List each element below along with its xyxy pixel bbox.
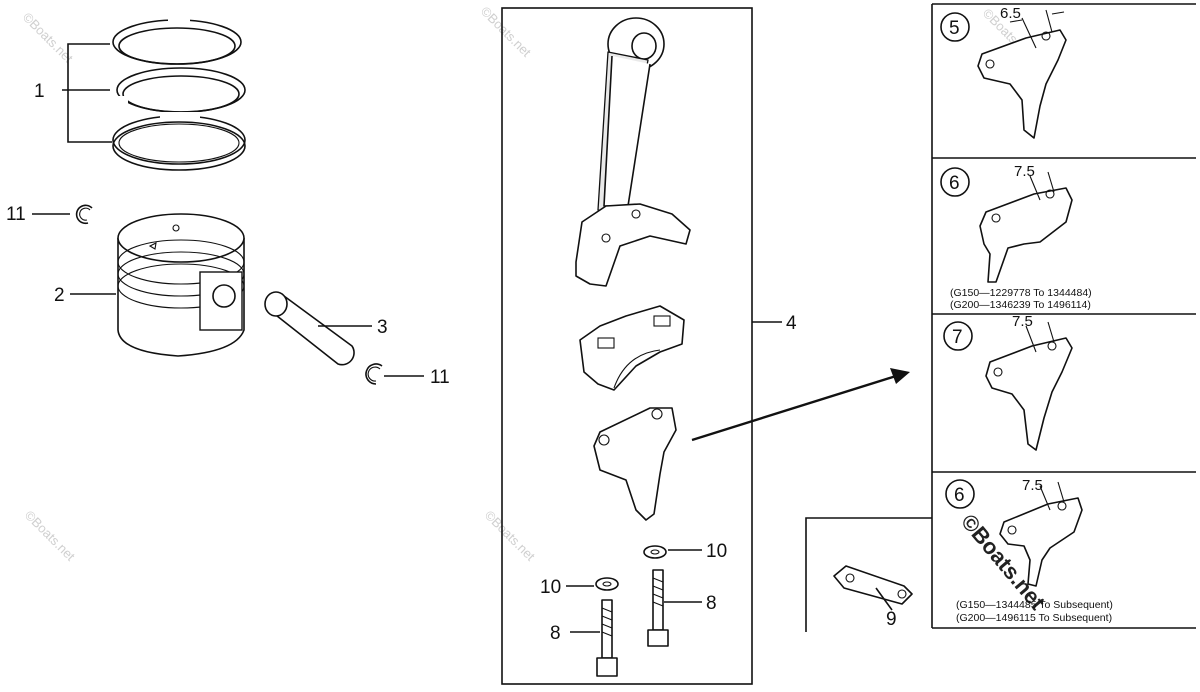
oil-dipper — [593, 407, 677, 521]
lock-plate: 9 — [805, 517, 932, 632]
note-variant-6b-line1: (G150—1344485 To Subsequent) — [956, 599, 1113, 611]
callout-piston: 2 — [54, 285, 65, 306]
circlip-left: 11 — [6, 204, 93, 225]
circlip-right: 11 — [365, 363, 450, 388]
variant-panel-7: 7 7.5 — [943, 313, 1073, 451]
callout-circlip-left: 11 — [6, 204, 26, 225]
piston-rings: 1 — [34, 14, 246, 171]
watermark-text: ©Boats.net — [482, 508, 538, 564]
piston-pin: 3 — [264, 291, 388, 366]
callout-circlip-right: 11 — [430, 367, 450, 388]
callout-washer-lower: 10 — [540, 577, 561, 598]
connecting-rod — [575, 17, 691, 287]
rod-assembly-frame — [501, 7, 753, 685]
callout-bolt-right: 8 — [706, 593, 717, 614]
note-variant-6-line2: (G200—1346239 To 1496114) — [950, 299, 1091, 311]
callout-pin: 3 — [377, 317, 388, 338]
variant-panel-6b: 6 7.5 ©Boats.net (G150—1344485 To Subseq… — [945, 477, 1113, 624]
dimension-variant-6b: 7.5 — [1022, 477, 1043, 494]
callout-bolt-left: 8 — [550, 623, 561, 644]
dimension-variant-5: 6.5 — [1000, 5, 1021, 22]
bolt-left: 8 — [550, 599, 618, 677]
callout-washer-upper: 10 — [706, 541, 727, 562]
callout-variant-5: 5 — [949, 18, 960, 39]
washer-lower: 10 — [540, 577, 619, 598]
note-variant-6-line1: (G150—1229778 To 1344484) — [950, 287, 1092, 299]
callout-variant-7: 7 — [952, 327, 963, 348]
variant-pointer-arrow — [691, 368, 910, 442]
note-variant-6b-line2: (G200—1496115 To Subsequent) — [956, 612, 1112, 624]
watermark-text: ©Boats.net — [22, 508, 78, 564]
watermark-text: ©Boats.net — [478, 4, 534, 60]
callout-rings: 1 — [34, 81, 45, 102]
variant-panel-6: 6 7.5 (G150—1229778 To 1344484) (G200—13… — [940, 163, 1092, 311]
dimension-variant-7: 7.5 — [1012, 313, 1033, 330]
variant-panel-5: 5 6.5 — [940, 5, 1067, 139]
piston: 2 — [54, 213, 245, 357]
callout-variant-6: 6 — [949, 173, 960, 194]
washer-upper: 10 — [643, 541, 727, 562]
callout-lock-plate: 9 — [886, 609, 897, 630]
variant-panels — [931, 3, 1196, 629]
rod-cap — [579, 305, 685, 391]
bolt-right: 8 — [647, 569, 717, 647]
callout-variant-6b: 6 — [954, 485, 965, 506]
dimension-variant-6: 7.5 — [1014, 163, 1035, 180]
callout-rod-assembly: 4 — [786, 313, 797, 334]
